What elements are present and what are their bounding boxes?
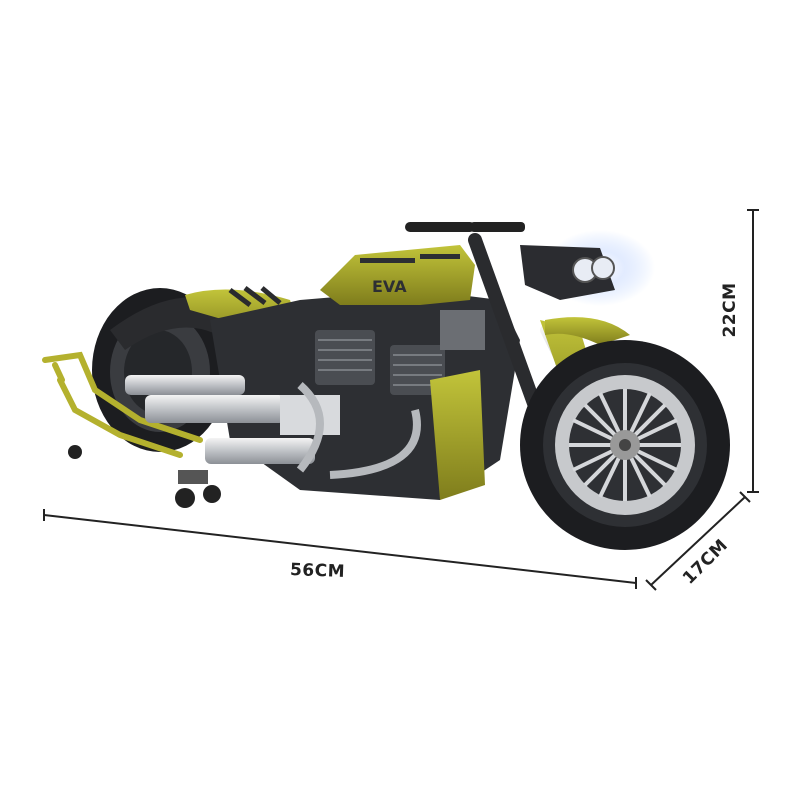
front-wheel (520, 340, 730, 550)
tank-logo: EVA (372, 277, 407, 296)
stand-wheels (68, 445, 221, 508)
front-fender (545, 317, 630, 345)
handlebar (405, 222, 525, 232)
dimension-lines (43, 209, 759, 591)
fuel-tank (320, 245, 475, 305)
tank-grille (360, 254, 460, 263)
exhaust (125, 375, 421, 479)
length-line (43, 514, 637, 584)
engine (315, 310, 485, 395)
length-label: 56CM (289, 560, 346, 582)
height-label: 22CM (720, 282, 740, 338)
side-panel (430, 370, 485, 500)
depth-line (650, 496, 746, 586)
rear-stand (42, 351, 203, 458)
headlight (520, 230, 655, 306)
